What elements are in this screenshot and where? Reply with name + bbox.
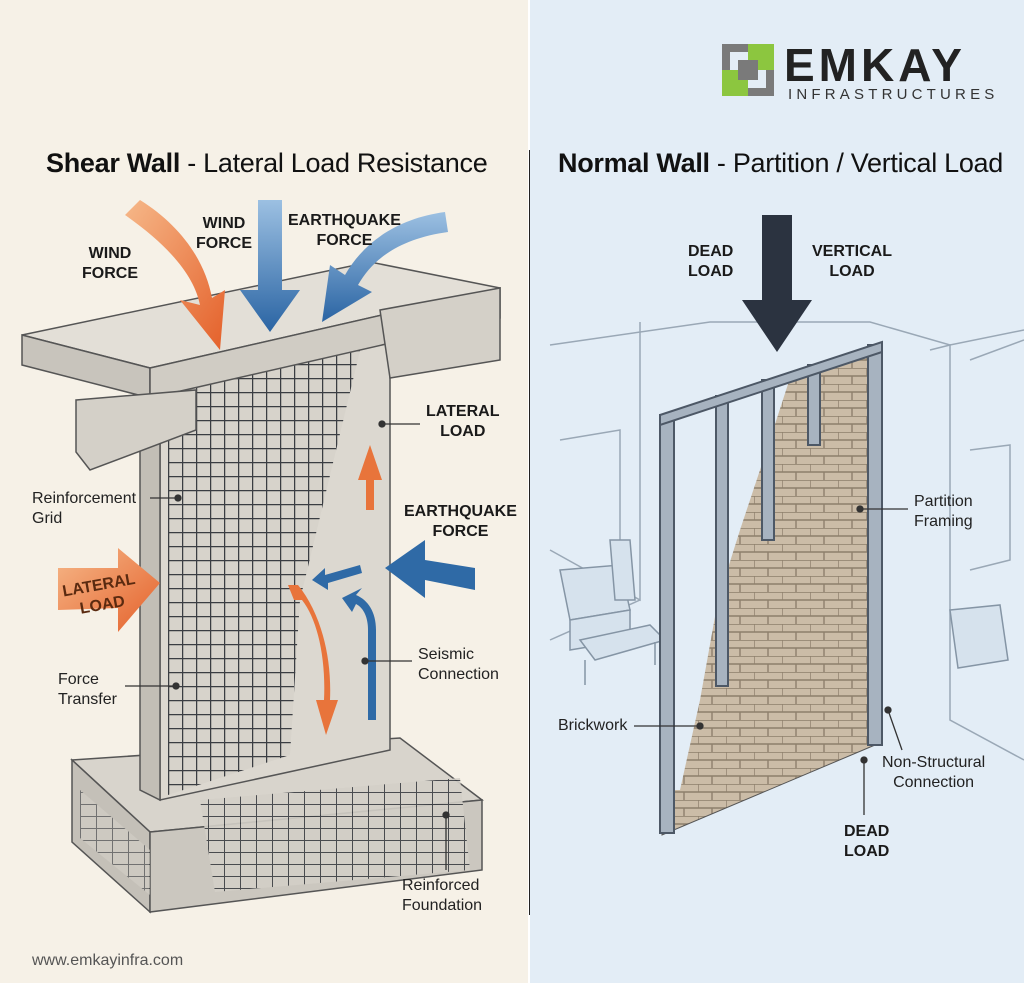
left-leader-lines bbox=[125, 420, 450, 870]
label-wind-force-1: WIND FORCE bbox=[82, 245, 138, 282]
internal-force-arrows bbox=[288, 445, 382, 735]
shear-wall-title-bold: Shear Wall bbox=[46, 148, 181, 178]
wind-force-arrow-orange bbox=[125, 200, 225, 350]
normal-wall-title-rest: - Partition / Vertical Load bbox=[709, 148, 1003, 178]
lateral-load-arrow-orange bbox=[58, 548, 160, 632]
label-earthquake-force-right: EARTHQUAKE FORCE bbox=[404, 503, 517, 540]
label-brickwork: Brickwork bbox=[558, 717, 628, 734]
earthquake-force-right-arrow bbox=[385, 540, 475, 598]
footer-url[interactable]: www.emkayinfra.com bbox=[32, 952, 184, 969]
shear-wall-title-rest: - Lateral Load Resistance bbox=[180, 148, 488, 178]
label-vertical-load: VERTICAL LOAD bbox=[812, 243, 892, 280]
label-non-structural-connection: Non-Structural Connection bbox=[882, 754, 986, 791]
shear-wall-panel: Shear Wall - Lateral Load Resistance WIN… bbox=[0, 0, 528, 983]
right-leader-lines bbox=[634, 505, 908, 815]
emkay-logo: EMKAY INFRASTRUCTURES bbox=[530, 0, 1024, 110]
normal-wall-illustration bbox=[549, 215, 1024, 836]
shear-wall-body bbox=[139, 316, 391, 802]
label-dead-load-bottom: DEAD LOAD bbox=[844, 823, 890, 860]
label-earthquake-force-top: EARTHQUAKE FORCE bbox=[288, 212, 401, 249]
earthquake-force-arrow-blue bbox=[322, 212, 448, 322]
shear-wall-title: Shear Wall - Lateral Load Resistance bbox=[46, 148, 488, 179]
shear-wall-illustration bbox=[21, 200, 501, 914]
normal-wall-title: Normal Wall - Partition / Vertical Load bbox=[558, 148, 1003, 179]
emkay-logo-subtitle: INFRASTRUCTURES bbox=[788, 86, 999, 103]
room-furniture bbox=[559, 539, 1009, 685]
wind-force-arrow-blue bbox=[240, 200, 300, 332]
label-wind-force-2: WIND FORCE bbox=[196, 215, 252, 252]
emkay-logo-icon bbox=[722, 44, 774, 96]
label-seismic-connection: Seismic Connection bbox=[418, 646, 499, 683]
label-lateral-load-right: LATERAL LOAD bbox=[426, 403, 500, 440]
label-partition-framing: Partition Framing bbox=[914, 493, 973, 530]
emkay-logo-name: EMKAY bbox=[784, 39, 966, 91]
normal-wall-title-bold: Normal Wall bbox=[558, 148, 710, 178]
partition-frame bbox=[659, 340, 883, 836]
label-dead-load-top: DEAD LOAD bbox=[688, 243, 734, 280]
label-reinforcement-grid: Reinforcement Grid bbox=[32, 490, 137, 527]
label-reinforced-foundation: Reinforced Foundation bbox=[402, 877, 483, 914]
label-force-transfer: Force Transfer bbox=[58, 671, 117, 708]
dead-load-arrow bbox=[742, 215, 812, 352]
normal-wall-panel: Normal Wall - Partition / Vertical Load … bbox=[530, 0, 1024, 983]
